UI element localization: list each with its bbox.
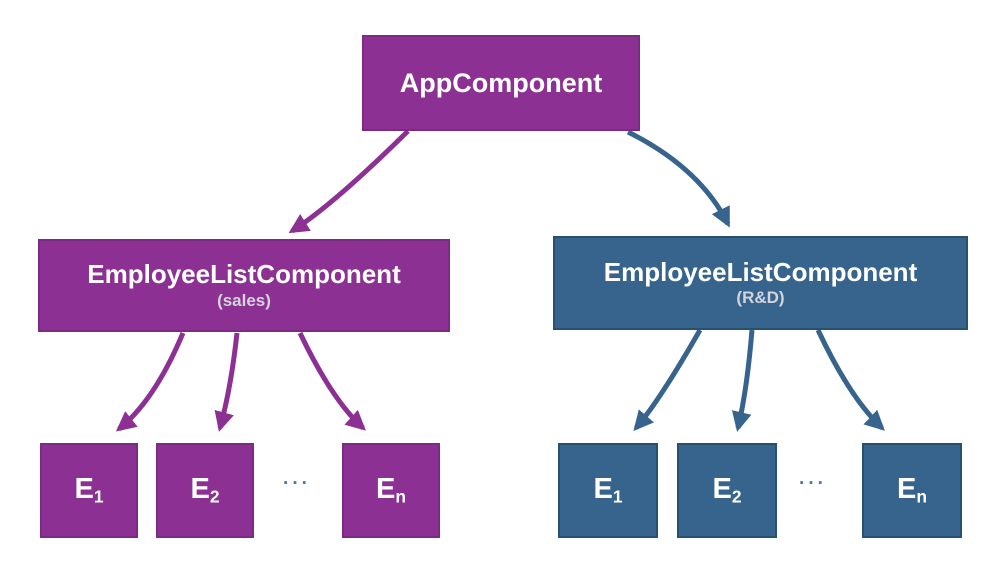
node-app-component: AppComponent (362, 35, 640, 131)
node-rd-employee-1: E1 (558, 443, 658, 538)
arrow-rd-to-e1 (633, 328, 703, 432)
sales-ellipsis: ··· (283, 473, 311, 494)
node-subtitle: (sales) (217, 290, 271, 310)
node-employee-list-rd: EmployeeListComponent (R&D) (553, 236, 968, 330)
node-label: E2 (712, 473, 742, 507)
node-rd-employee-2: E2 (677, 443, 777, 538)
node-label: AppComponent (399, 67, 603, 98)
rd-ellipsis: ··· (799, 473, 827, 494)
node-sales-employee-2: E2 (156, 443, 254, 538)
arrow-rd-to-e2 (731, 329, 755, 432)
node-title: EmployeeListComponent (603, 256, 918, 287)
node-employee-list-sales: EmployeeListComponent (sales) (38, 239, 450, 332)
node-label: E1 (74, 473, 104, 507)
node-rd-employee-n: En (862, 443, 962, 538)
node-label: E2 (190, 473, 220, 507)
node-sales-employee-n: En (342, 443, 440, 538)
node-sales-employee-1: E1 (40, 443, 138, 538)
arrow-sales-to-en (297, 331, 366, 431)
arrow-root-to-sales-branch (288, 129, 410, 234)
node-label: En (897, 473, 927, 507)
arrow-root-to-rd-branch (626, 129, 731, 228)
node-subtitle: (R&D) (736, 288, 785, 308)
node-title: EmployeeListComponent (87, 259, 401, 290)
arrow-rd-to-en (815, 328, 885, 431)
node-label: E1 (593, 473, 623, 507)
node-label: En (376, 473, 406, 507)
arrow-sales-to-e1 (115, 332, 186, 432)
arrow-sales-to-e2 (214, 332, 240, 432)
